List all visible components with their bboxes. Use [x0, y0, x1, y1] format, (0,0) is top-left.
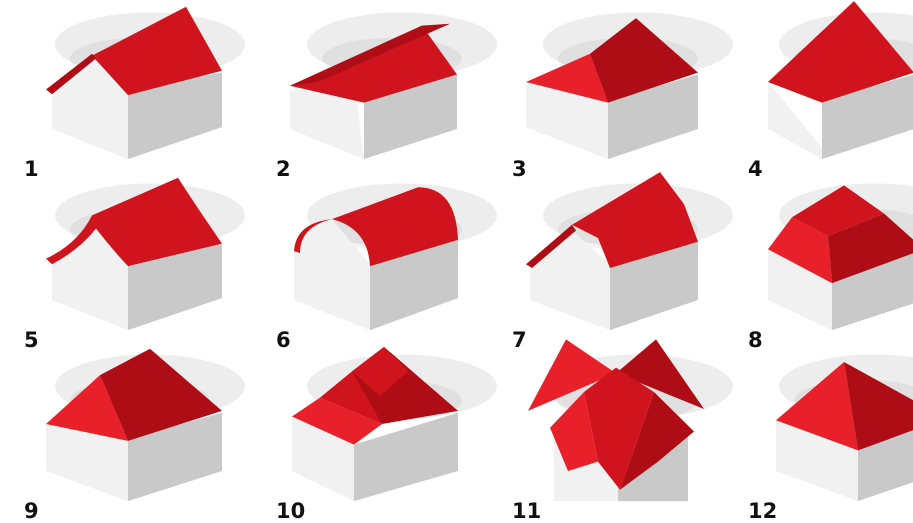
roof-type-1: 1	[0, 0, 228, 171]
roof-drawing	[528, 339, 733, 501]
roof-illustration-mansard-gable	[488, 171, 716, 342]
roof-drawing	[768, 1, 913, 159]
roof-illustration-mansard-hip	[724, 171, 913, 342]
roof-number: 12	[748, 501, 777, 522]
roof-type-4: 4	[724, 0, 913, 171]
roof-illustration-sawtooth	[252, 342, 480, 513]
roof-illustration-pyramid	[724, 342, 913, 513]
roof-type-3: 3	[488, 0, 716, 171]
roof-type-6: 6	[252, 171, 480, 342]
roof-drawing	[526, 12, 733, 159]
roof-drawing	[526, 172, 733, 330]
roof-illustration-flat-gable	[724, 0, 913, 171]
roof-drawing	[290, 12, 497, 159]
roof-type-9: 9	[0, 342, 228, 513]
roof-drawing	[46, 7, 245, 159]
roof-drawing	[46, 178, 245, 330]
roof-drawing	[292, 347, 497, 501]
roof-type-8: 8	[724, 171, 913, 342]
roof-type-11: 11	[488, 342, 716, 513]
roof-drawing	[294, 183, 497, 330]
roof-type-10: 10	[252, 342, 480, 513]
roof-illustration-barrel	[252, 171, 480, 342]
roof-type-12: 12	[724, 342, 913, 513]
roof-illustration-curved-gable	[0, 171, 228, 342]
roof-illustration-hip	[488, 0, 716, 171]
roof-drawing	[768, 183, 913, 330]
roof-illustration-gable	[0, 0, 228, 171]
roof-number: 10	[276, 501, 305, 522]
roof-illustration-shed-gable	[252, 0, 480, 171]
roof-drawing	[776, 354, 913, 501]
roof-number: 11	[512, 501, 541, 522]
roof-type-5: 5	[0, 171, 228, 342]
roof-illustration-cross-gable	[488, 342, 716, 513]
roof-illustration-half-hip	[0, 342, 228, 513]
roof-type-7: 7	[488, 171, 716, 342]
roof-type-2: 2	[252, 0, 480, 171]
roof-number: 9	[24, 501, 39, 522]
roof-drawing	[46, 349, 245, 501]
